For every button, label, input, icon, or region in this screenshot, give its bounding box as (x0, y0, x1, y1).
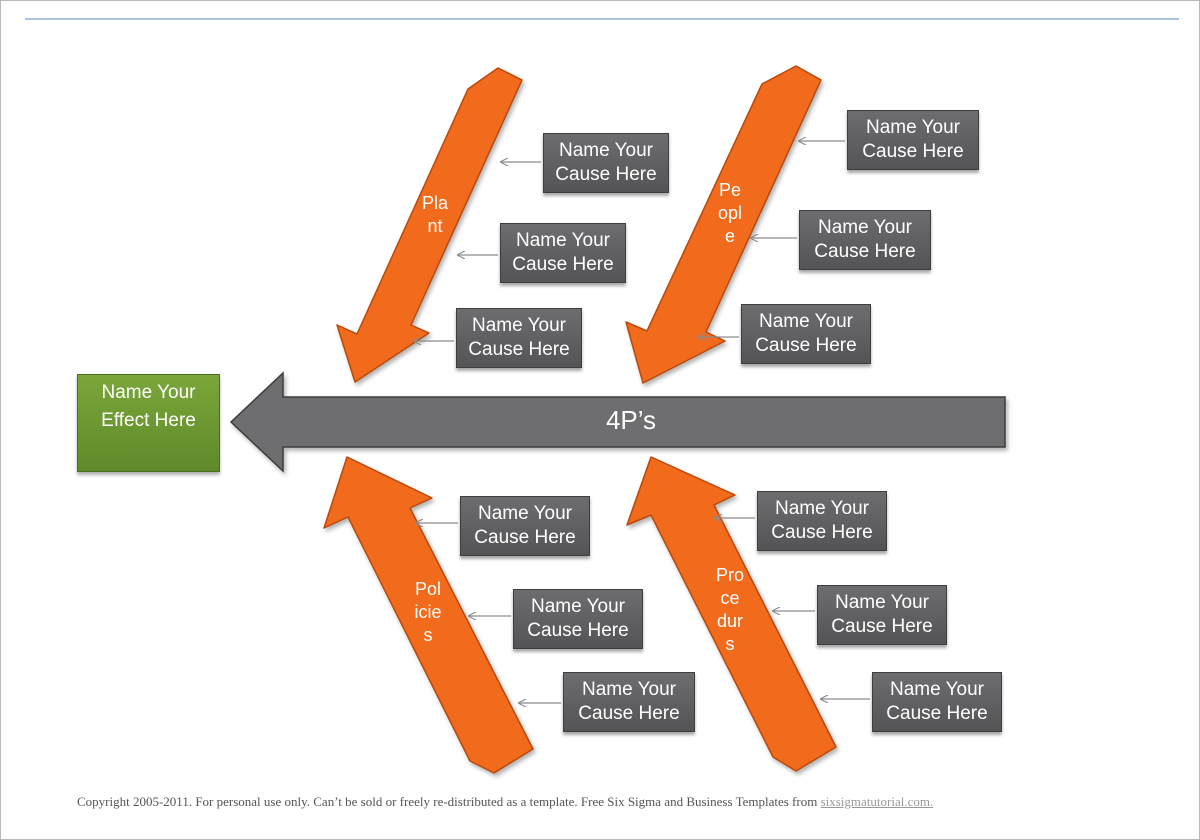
bone-arrow-people (625, 65, 822, 384)
cause-box: Name Your Cause Here (456, 308, 582, 368)
cause-box: Name Your Cause Here (817, 585, 947, 645)
cause-box: Name Your Cause Here (500, 223, 626, 283)
copyright-footer: Copyright 2005-2011. For personal use on… (77, 794, 1127, 810)
bone-arrow-plant (336, 67, 523, 383)
cause-box: Name Your Cause Here (563, 672, 695, 732)
effect-box: Name Your Effect Here (77, 374, 220, 472)
cause-box: Name Your Cause Here (799, 210, 931, 270)
spine-label: 4P’s (605, 405, 657, 435)
category-label-policies: Pol icie s (414, 579, 442, 645)
cause-box: Name Your Cause Here (757, 491, 887, 551)
category-label-plant: Pla nt (421, 193, 448, 236)
bone-arrow-procedures (626, 456, 837, 772)
cause-box: Name Your Cause Here (741, 304, 871, 364)
copyright-text: Copyright 2005-2011. For personal use on… (77, 794, 821, 809)
bone-arrow-policies (323, 456, 534, 774)
cause-box: Name Your Cause Here (543, 133, 669, 193)
category-label-people: Pe opl e (717, 180, 743, 246)
sixsigmatutorial-link[interactable]: sixsigmatutorial.com. (820, 794, 934, 809)
top-divider (25, 18, 1179, 20)
cause-box: Name Your Cause Here (872, 672, 1002, 732)
cause-box: Name Your Cause Here (460, 496, 590, 556)
category-label-procedures: Pro ce dur s (715, 565, 744, 654)
spine-arrow (229, 371, 1006, 473)
cause-box: Name Your Cause Here (847, 110, 979, 170)
cause-box: Name Your Cause Here (513, 589, 643, 649)
